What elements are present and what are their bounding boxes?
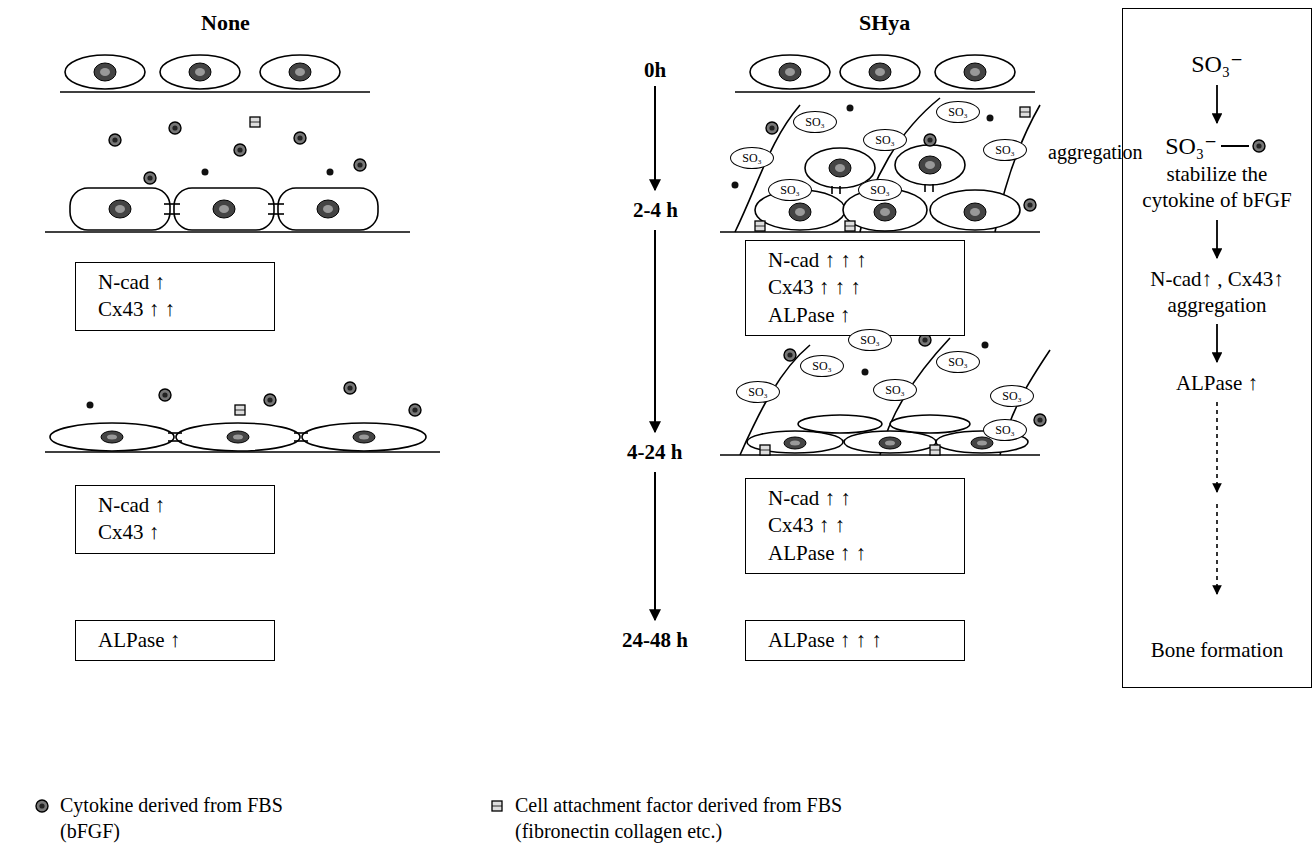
sulfate-group-oval: SO₃ — [863, 129, 907, 151]
sulfate-group-oval: SO₃ — [730, 147, 774, 169]
flow-arrow — [1207, 322, 1227, 366]
sulfate-group-oval: SO₃ — [936, 351, 980, 373]
sulfate-group-oval: SO₃ — [990, 385, 1034, 407]
cells-0h-shya — [735, 55, 1035, 92]
expression-text: ALPase ↑ — [98, 627, 180, 654]
panel-text: SO₃⁻ — [1165, 131, 1217, 161]
nuclei-0h-shya — [779, 63, 986, 81]
expression-text: N-cad ↑ ↑ — [768, 485, 851, 512]
flow-arrow — [1207, 83, 1227, 127]
sulfate-label: SO₃ — [812, 360, 832, 372]
sulfate-label: SO₃ — [875, 134, 895, 146]
panel-row: SO₃⁻ — [1165, 131, 1269, 161]
expression-text: N-cad ↑ — [98, 269, 165, 296]
nuclei-0h-none — [94, 63, 311, 81]
legend-text: Cytokine derived from FBS (bFGF) — [60, 792, 310, 844]
sulfate-group-oval: SO₃ — [736, 381, 780, 403]
sulfate-group-oval: SO₃ — [848, 329, 892, 351]
panel-text: N-cad↑ , Cx43↑ — [1150, 266, 1284, 292]
sulfate-label: SO₃ — [780, 184, 800, 196]
cells-2-4h-none — [45, 188, 410, 232]
expression-box: N-cad ↑Cx43 ↑ — [75, 485, 275, 554]
sulfate-label: SO₃ — [948, 356, 968, 368]
sulfate-group-oval: SO₃ — [983, 419, 1027, 441]
mechanism-panel: SO₃⁻SO₃⁻stabilize the cytokine of bFGFN-… — [1122, 8, 1312, 688]
flow-arrow — [1207, 218, 1227, 262]
legend-text: Cell attachment factor derived from FBS … — [515, 792, 895, 844]
expression-box: N-cad ↑ ↑ ↑Cx43 ↑ ↑ ↑ALPase ↑ — [745, 240, 965, 336]
sulfate-label: SO₃ — [870, 184, 890, 196]
sulfate-label: SO₃ — [885, 384, 905, 396]
bound-cytokine — [1217, 136, 1269, 156]
sulfate-group-oval: SO₃ — [793, 111, 837, 133]
sulfate-label: SO₃ — [1002, 390, 1022, 402]
time-or-group-label: 2-4 h — [633, 198, 678, 223]
sulfate-group-oval: SO₃ — [936, 101, 980, 123]
expression-text: Cx43 ↑ ↑ — [98, 296, 175, 323]
sulfate-group-oval: SO₃ — [873, 379, 917, 401]
expression-box: ALPase ↑ — [75, 620, 275, 661]
panel-text: ALPase ↑ — [1176, 370, 1258, 396]
factors-4-24h-shya — [760, 334, 1046, 455]
expression-text: ALPase ↑ — [768, 302, 850, 329]
cells-4-24h-shya — [720, 338, 1050, 455]
time-or-group-label: 24-48 h — [622, 628, 688, 653]
expression-text: ALPase ↑ ↑ — [768, 540, 866, 567]
panel-text: SO₃⁻ — [1191, 49, 1243, 79]
panel-text: Bone formation — [1151, 637, 1283, 663]
time-or-group-label: SHya — [859, 10, 910, 36]
expression-text: Cx43 ↑ — [98, 519, 159, 546]
panel-text: stabilize the cytokine of bFGF — [1130, 161, 1304, 214]
dashed-flow-arrows — [1207, 400, 1227, 600]
expression-box: N-cad ↑Cx43 ↑ ↑ — [75, 262, 275, 331]
expression-text: N-cad ↑ ↑ ↑ — [768, 247, 867, 274]
time-or-group-label: None — [201, 10, 250, 36]
expression-text: ALPase ↑ ↑ ↑ — [768, 627, 882, 654]
sulfate-group-oval: SO₃ — [983, 139, 1027, 161]
cells-4-24h-none — [45, 423, 440, 452]
sulfate-label: SO₃ — [948, 106, 968, 118]
sulfate-group-oval: SO₃ — [800, 355, 844, 377]
sulfate-label: SO₃ — [742, 152, 762, 164]
factors-2-4h-none — [109, 117, 366, 218]
expression-text: Cx43 ↑ ↑ — [768, 512, 845, 539]
sulfate-label: SO₃ — [995, 424, 1015, 436]
time-or-group-label: 4-24 h — [627, 440, 682, 465]
sulfate-label: SO₃ — [748, 386, 768, 398]
sulfate-group-oval: SO₃ — [768, 179, 812, 201]
time-or-group-label: 0h — [644, 58, 666, 83]
expression-box: ALPase ↑ ↑ ↑ — [745, 620, 965, 661]
time-arrows — [654, 86, 656, 620]
expression-text: Cx43 ↑ ↑ ↑ — [768, 274, 861, 301]
cells-0h-none — [60, 55, 370, 92]
sulfate-label: SO₃ — [995, 144, 1015, 156]
expression-text: N-cad ↑ — [98, 492, 165, 519]
sulfate-label: SO₃ — [860, 334, 880, 346]
panel-text: aggregation — [1167, 292, 1266, 318]
annotation-label: aggregation — [1048, 140, 1142, 164]
factors-4-24h-none — [87, 382, 422, 443]
factors-2-4h-shya — [732, 105, 1037, 232]
sulfate-label: SO₃ — [805, 116, 825, 128]
expression-box: N-cad ↑ ↑Cx43 ↑ ↑ALPase ↑ ↑ — [745, 478, 965, 574]
sulfate-group-oval: SO₃ — [858, 179, 902, 201]
cells-2-4h-shya — [720, 98, 1040, 232]
